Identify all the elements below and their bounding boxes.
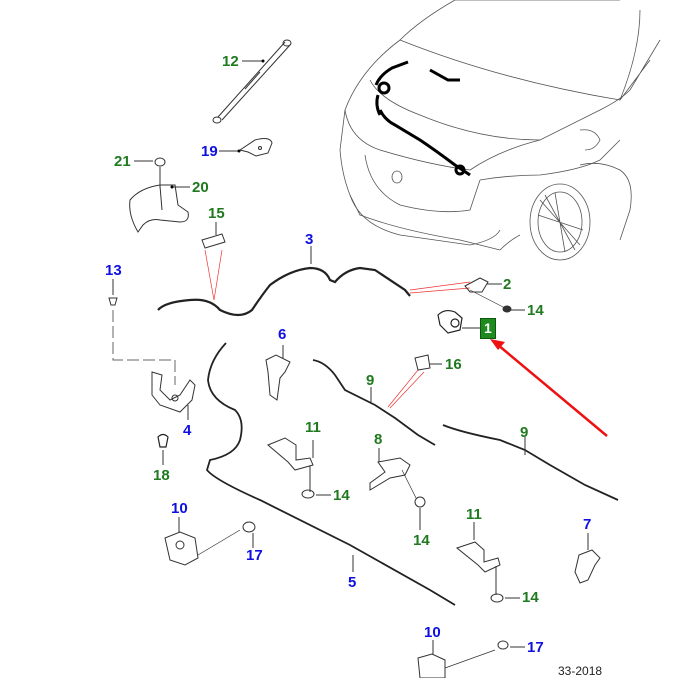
part-5-release-cable[interactable] [206, 342, 456, 606]
callout-9-right[interactable]: 9 [520, 424, 529, 441]
part-20-cover[interactable] [129, 184, 189, 233]
part-11-hinge-right[interactable] [455, 541, 501, 573]
pointer-arrow [490, 339, 608, 437]
part-16-cable-clip[interactable] [414, 354, 431, 371]
part-17-bolt[interactable] [242, 521, 256, 533]
part-10-secondary-latch[interactable] [164, 531, 199, 566]
callout-14-a[interactable]: 14 [527, 302, 544, 319]
callout-13[interactable]: 13 [105, 262, 122, 279]
callout-10-left[interactable]: 10 [171, 500, 188, 517]
part-13-bump-stop[interactable] [108, 297, 118, 306]
part-14-grommet[interactable] [502, 305, 512, 313]
part-19-strut-bracket[interactable] [238, 138, 273, 157]
callout-2[interactable]: 2 [503, 276, 512, 293]
callout-8[interactable]: 8 [374, 431, 383, 448]
callout-21[interactable]: 21 [114, 153, 131, 170]
callout-14-d[interactable]: 14 [522, 589, 539, 606]
callout-11-left[interactable]: 11 [305, 419, 321, 436]
part-2-bracket[interactable] [464, 277, 489, 293]
part-10-secondary-latch[interactable] [417, 653, 446, 678]
callout-12[interactable]: 12 [222, 53, 239, 70]
callout-16[interactable]: 16 [445, 356, 462, 373]
part-8-hinge-assembly[interactable] [369, 457, 411, 491]
part-21-nut[interactable] [154, 157, 166, 167]
callout-20[interactable]: 20 [192, 179, 209, 196]
callout-10-right[interactable]: 10 [424, 624, 441, 641]
callout-7[interactable]: 7 [583, 516, 592, 533]
callout-1[interactable]: 1 [480, 318, 496, 339]
part-9-cable-left[interactable] [312, 359, 436, 446]
part-3-release-cable[interactable] [157, 266, 411, 317]
callout-3[interactable]: 3 [305, 231, 314, 248]
part-14-grommet[interactable] [490, 593, 504, 603]
part-14-grommet[interactable] [301, 489, 315, 499]
callout-6[interactable]: 6 [278, 326, 287, 343]
part-14-grommet[interactable] [414, 496, 426, 508]
callout-4[interactable]: 4 [183, 422, 192, 439]
callout-14-b[interactable]: 14 [333, 487, 350, 504]
part-18-buffer[interactable] [157, 433, 169, 448]
part-1-hood-release-handle[interactable] [437, 309, 463, 334]
part-7-striker-bracket[interactable] [574, 549, 601, 584]
callout-11-right[interactable]: 11 [466, 506, 482, 523]
part-6-latch-bracket[interactable] [265, 354, 291, 401]
callout-18[interactable]: 18 [153, 467, 170, 484]
callout-5[interactable]: 5 [348, 574, 357, 591]
callout-14-c[interactable]: 14 [413, 532, 430, 549]
part-11-hinge-left[interactable] [267, 437, 314, 471]
callout-15[interactable]: 15 [208, 205, 225, 222]
callout-17-right[interactable]: 17 [527, 639, 544, 656]
part-17-bolt[interactable] [497, 640, 509, 650]
part-9-cable-right[interactable] [442, 424, 619, 501]
wiring-harness [374, 60, 471, 177]
part-12-gas-strut[interactable] [212, 39, 292, 124]
callout-9-left[interactable]: 9 [366, 372, 375, 389]
vehicle-illustration [339, 0, 661, 261]
part-15-clip[interactable] [201, 233, 226, 249]
diagram-reference-code: 33-2018 [558, 664, 603, 678]
callout-17-left[interactable]: 17 [246, 547, 263, 564]
callout-19[interactable]: 19 [201, 143, 218, 160]
part-4-hood-latch[interactable] [151, 371, 196, 413]
